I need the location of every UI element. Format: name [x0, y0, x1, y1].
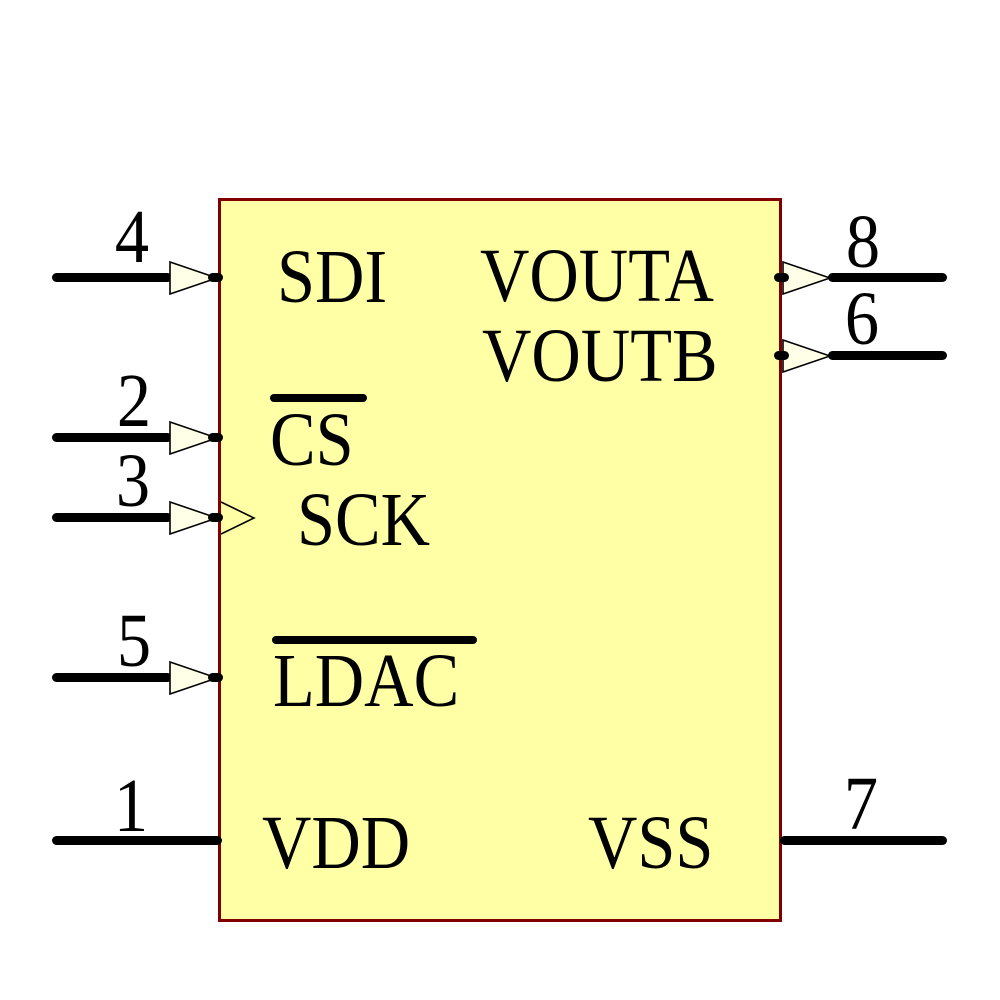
ic-body [218, 198, 782, 922]
active-low-overline [270, 394, 367, 402]
input-arrow-icon [169, 661, 219, 695]
pin-label-ldac: LDAC [273, 639, 460, 723]
pin-wire [828, 351, 947, 360]
pin-wire [52, 513, 172, 522]
input-arrow-icon [169, 421, 219, 455]
pin-label-sck: SCK [297, 478, 431, 562]
pin-number: 3 [115, 439, 151, 523]
pin-number: 5 [116, 599, 152, 683]
pin-number: 6 [844, 277, 880, 361]
pin-wire [52, 433, 172, 442]
pin-label-sdi: SDI [277, 235, 388, 319]
pin-label-vouta: VOUTA [480, 234, 714, 318]
pin-label-voutb: VOUTB [482, 314, 718, 398]
pin-wire [52, 836, 222, 845]
pin-endpoint [208, 273, 223, 282]
pin-number: 1 [113, 764, 149, 848]
pin-wire [52, 273, 172, 282]
input-arrow-icon [169, 261, 219, 295]
pin-endpoint [774, 351, 789, 360]
pin-number: 7 [843, 762, 879, 846]
pin-endpoint [208, 513, 223, 522]
active-low-overline [272, 636, 477, 644]
pin-number: 8 [845, 200, 881, 284]
pin-wire [780, 836, 947, 845]
pin-number: 2 [116, 359, 152, 443]
pin-label-vss: VSS [588, 801, 714, 885]
clock-chevron-icon [221, 501, 256, 535]
pin-endpoint [208, 673, 223, 682]
pin-label-cs: CS [270, 398, 354, 482]
pin-number: 4 [114, 195, 150, 279]
output-arrow-icon [782, 339, 832, 373]
pin-wire [52, 673, 172, 682]
pin-endpoint [774, 273, 789, 282]
output-arrow-icon [782, 261, 832, 295]
pin-wire [828, 273, 947, 282]
pin-endpoint [208, 433, 223, 442]
pin-label-vdd: VDD [262, 801, 411, 885]
input-arrow-icon [169, 501, 219, 535]
